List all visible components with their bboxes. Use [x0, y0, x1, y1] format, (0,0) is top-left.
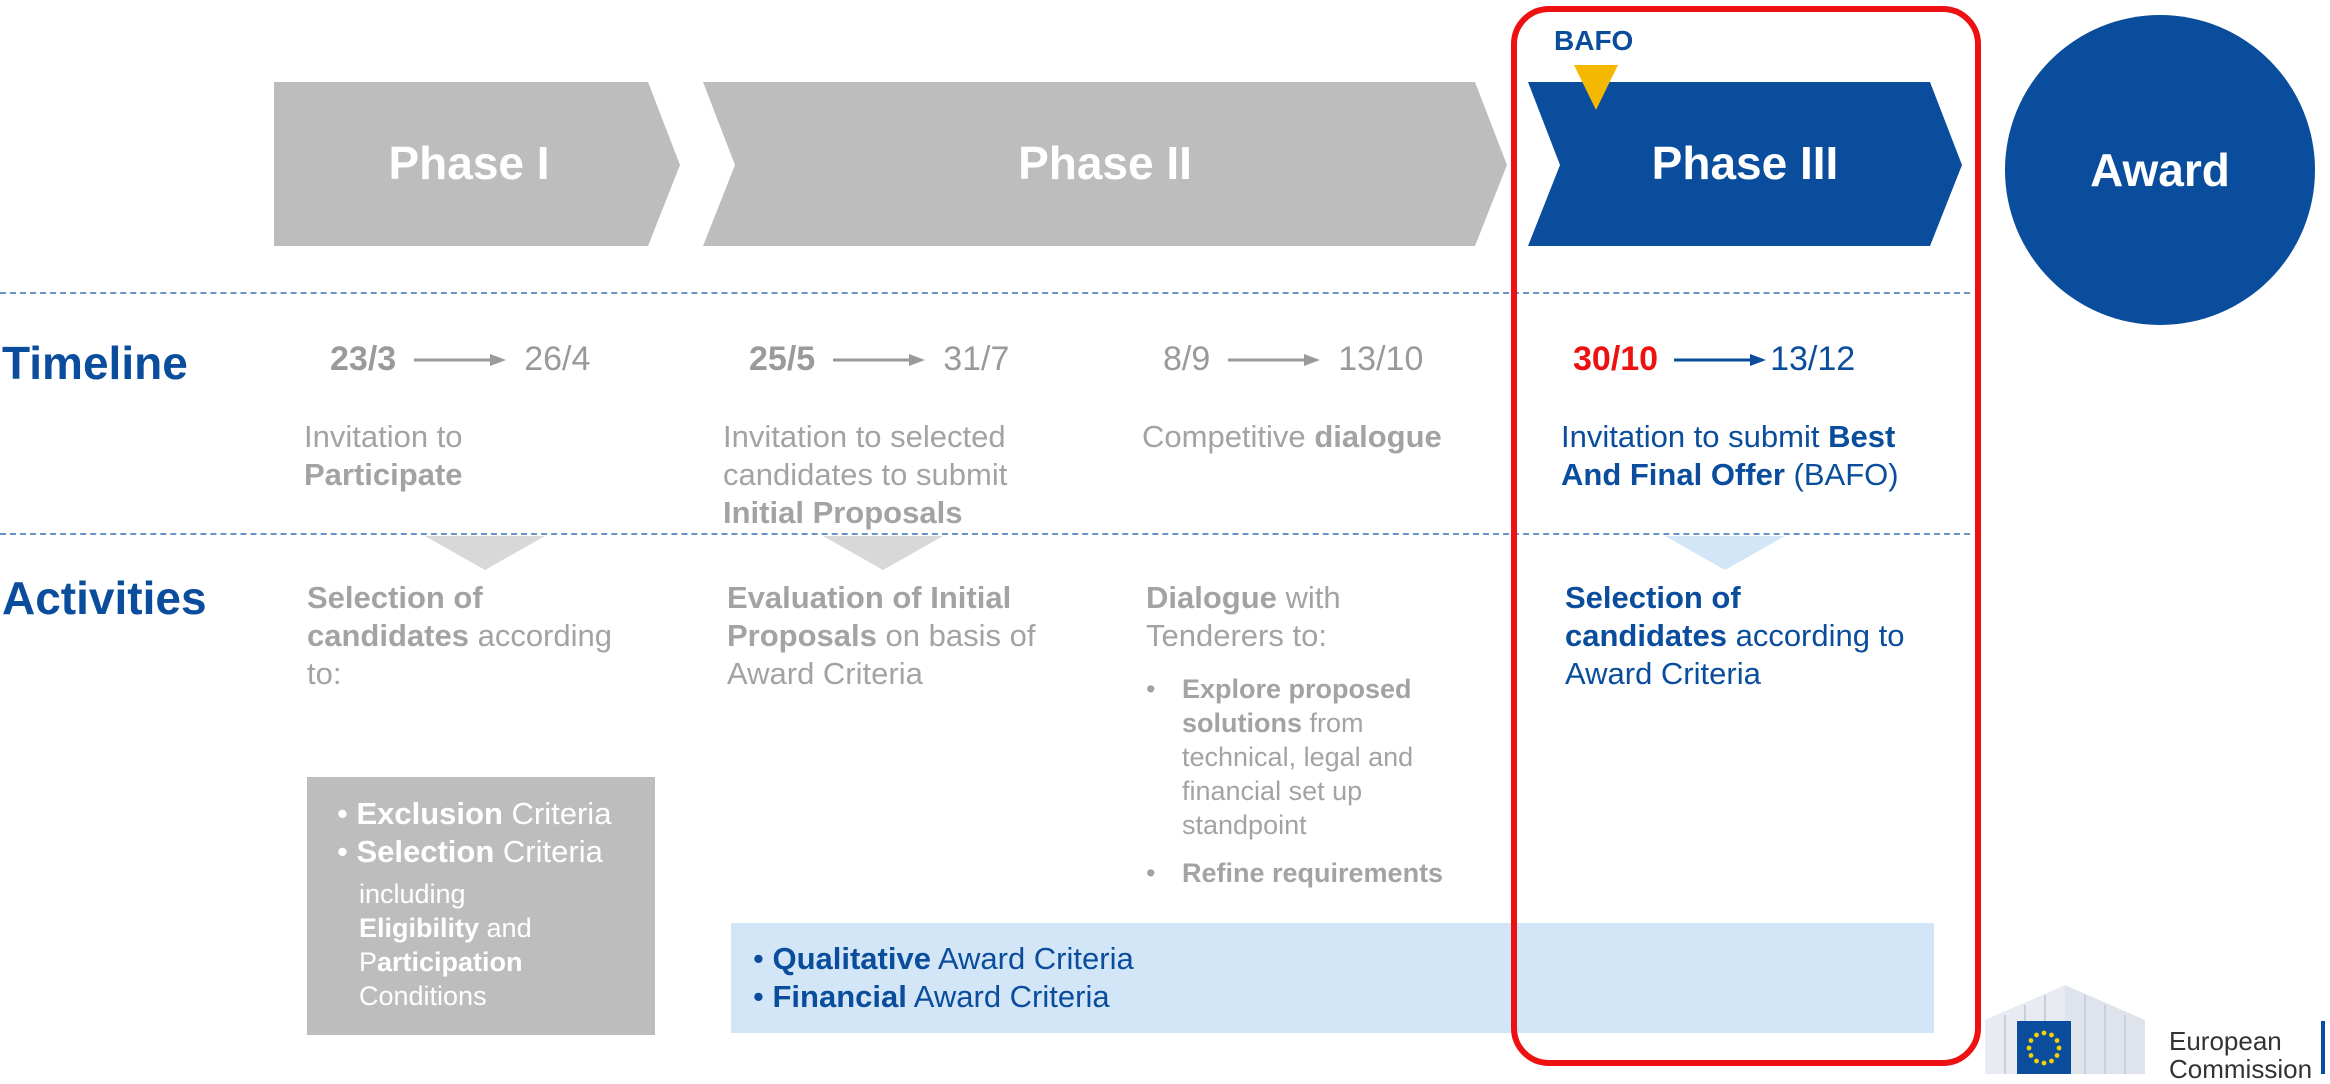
activity-text: on basis of Award Criteria — [727, 618, 1036, 691]
criteria-item-1: • Exclusion Criteria — [337, 796, 612, 831]
bullet-text: from technical, legal and financial set … — [1182, 708, 1414, 840]
timeline-date-4: 30/10 13/12 — [1573, 340, 1855, 379]
arrow-icon — [1674, 353, 1767, 366]
desc-text: Competitive — [1142, 419, 1306, 454]
arrow-icon — [414, 353, 507, 366]
desc-bold: Initial Proposals — [723, 495, 963, 530]
desc-tail: (BAFO) — [1793, 457, 1899, 492]
bullet-bold: Refine requirements — [1182, 858, 1444, 888]
bullet-item: • Refine requirements — [1146, 858, 1444, 888]
date-to: 13/10 — [1338, 340, 1424, 378]
activity-pointer-2 — [823, 536, 943, 570]
criteria-sub-line: Eligibility and — [359, 913, 532, 943]
criteria-sub-line: Participation — [359, 947, 523, 977]
desc-bold: Best And Final Offer — [1561, 419, 1896, 492]
criteria-sub-line: Conditions — [359, 981, 487, 1011]
award-label: Award — [2090, 144, 2230, 196]
timeline-desc-3: Competitive dialogue — [1142, 418, 1502, 456]
activity-3-bullets: • Explore proposed solutions from techni… — [1146, 672, 1476, 890]
criteria-sub-line: including — [359, 879, 466, 909]
desc-text: Invitation to selected candidates to sub… — [723, 419, 1008, 492]
phase3-highlight-frame — [1511, 6, 1981, 1066]
eu-flag-icon — [2017, 1021, 2071, 1074]
separator-middle — [0, 533, 1970, 535]
phase1-chevron — [274, 82, 680, 246]
timeline-date-2: 25/5 31/7 — [749, 340, 1009, 379]
ec-logo-line2: Commission — [2169, 1054, 2313, 1084]
activities-heading: Activities — [2, 572, 207, 624]
bafo-marker — [1574, 65, 1618, 110]
date-to: 13/12 — [1770, 340, 1856, 378]
timeline-desc-1: Invitation to Participate — [304, 418, 624, 494]
timeline-desc-2: Invitation to selected candidates to sub… — [723, 418, 1053, 532]
timeline-date-1: 23/3 26/4 — [330, 340, 590, 379]
activity-bold: Evaluation of Initial Proposals — [727, 580, 1012, 653]
desc-bold: Participate — [304, 457, 463, 492]
activity-3: Dialogue with Tenderers to: — [1146, 579, 1416, 655]
award-criteria-item-1: • Qualitative Award Criteria — [753, 941, 1134, 976]
ec-logo-line1: European — [2169, 1026, 2282, 1056]
timeline-heading: Timeline — [2, 337, 188, 389]
timeline-desc-4: Invitation to submit Best And Final Offe… — [1561, 418, 1951, 494]
phase2-chevron — [703, 82, 1507, 246]
ec-logo: European Commission — [1965, 985, 2330, 1083]
award-circle: Award — [2005, 15, 2315, 325]
activity-pointer-1 — [425, 536, 545, 570]
desc-text: Invitation to — [304, 419, 463, 454]
arrow-icon — [1228, 353, 1321, 366]
activity-4: Selection of candidates according to Awa… — [1565, 579, 1905, 693]
arrow-icon — [833, 353, 926, 366]
activity-bold: Dialogue — [1146, 580, 1277, 615]
phase1-label: Phase I — [388, 137, 550, 189]
desc-text: Invitation to submit — [1561, 419, 1820, 454]
date-from: 30/10 — [1573, 340, 1659, 378]
award-criteria-box: • Qualitative Award Criteria • Financial… — [731, 923, 1934, 1033]
phase2-label: Phase II — [1018, 137, 1192, 189]
timeline-date-3: 8/9 13/10 — [1163, 340, 1423, 379]
criteria-item-2: • Selection Criteria — [337, 834, 603, 869]
ec-logo-bar — [2321, 1021, 2325, 1074]
activity-1: Selection of candidates according to: — [307, 579, 637, 693]
bullet-item: • Explore proposed solutions from techni… — [1146, 674, 1414, 840]
date-to: 31/7 — [943, 340, 1010, 378]
date-from: 23/3 — [330, 340, 397, 378]
activity-text: according to: — [307, 618, 612, 691]
activity-text: according to Award Criteria — [1565, 618, 1905, 691]
activity-2: Evaluation of Initial Proposals on basis… — [727, 579, 1072, 693]
criteria-subtext: including Eligibility and Participation … — [359, 877, 532, 1013]
ec-logo-text: European Commission — [2169, 1027, 2312, 1083]
bafo-label: BAFO — [1554, 25, 1634, 56]
desc-bold: dialogue — [1314, 419, 1442, 454]
phase3-label: Phase III — [1651, 137, 1839, 189]
award-criteria-item-2: • Financial Award Criteria — [753, 979, 1110, 1014]
date-from: 8/9 — [1163, 340, 1211, 378]
date-from: 25/5 — [749, 340, 816, 378]
activity-bold: Selection of candidates — [1565, 580, 1741, 653]
selection-criteria-box: • Exclusion Criteria • Selection Criteri… — [307, 777, 655, 1035]
separator-top — [0, 292, 1970, 294]
bullet-bold: Explore proposed solutions — [1182, 674, 1412, 738]
activity-text: with Tenderers to: — [1146, 580, 1341, 653]
date-to: 26/4 — [524, 340, 591, 378]
activity-bold: Selection of candidates — [307, 580, 483, 653]
activity-pointer-4 — [1665, 536, 1785, 570]
phase3-chevron — [1528, 82, 1962, 246]
